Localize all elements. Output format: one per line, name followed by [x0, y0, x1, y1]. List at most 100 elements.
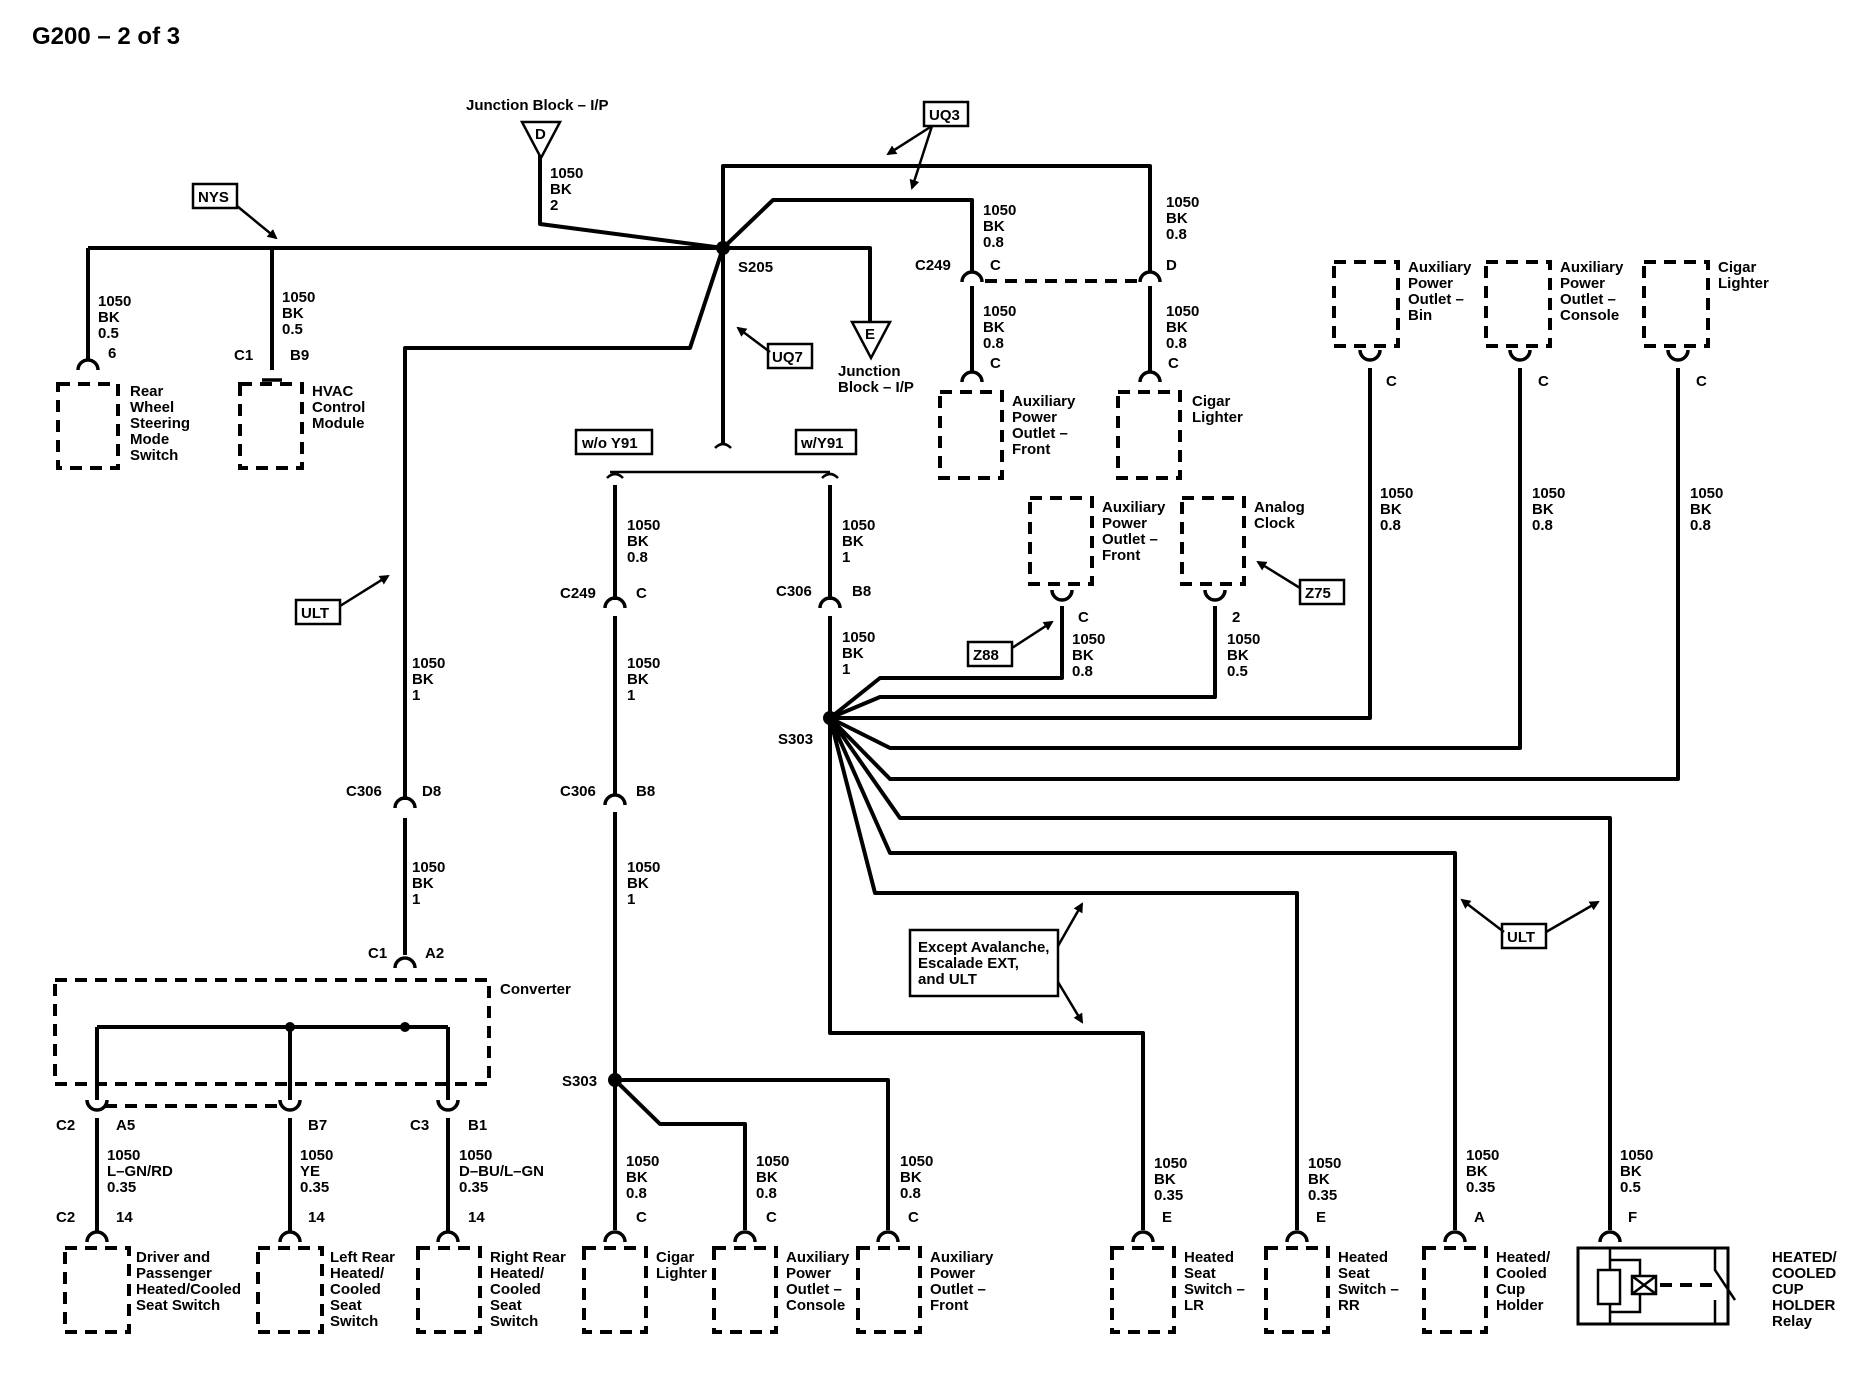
- pin-labels: 6 C C C C C C 2 14 14 14 C C C E E A F: [108, 345, 1707, 1226]
- pin-lr-seat: 14: [308, 1209, 325, 1226]
- comp-rr-box: [416, 1246, 482, 1334]
- label-c249-top: C249: [915, 257, 951, 274]
- pin-rwsm: 6: [108, 345, 116, 362]
- connector-symbols: [76, 270, 1690, 1243]
- comp-cup-line-1: Heated/: [1496, 1249, 1551, 1266]
- comp-apo-console-bot-line-4: Console: [786, 1297, 845, 1314]
- wire-woY91-mid-line-1: 1050: [627, 655, 660, 672]
- pin-apo-bin: C: [1386, 373, 1397, 390]
- wire-cigar-top-line-2: BK: [1166, 319, 1188, 336]
- comp-hvac-line-2: Control: [312, 399, 365, 416]
- wire-s303-cup: [828, 717, 1457, 1230]
- jb-d-letter: D: [535, 126, 546, 143]
- splice-conv-lr: [285, 1022, 295, 1032]
- comp-apo-front-top-line-3: Outlet –: [1012, 425, 1068, 442]
- wire-s303b-front: [615, 1078, 890, 1230]
- wire-frame-top: [721, 164, 1152, 272]
- wire-s303-hslr: [828, 718, 1145, 1230]
- pin-relay: F: [1628, 1209, 1637, 1226]
- comp-apo-console-top-line-1: Auxiliary: [1560, 259, 1624, 276]
- wire-s303-z75: [829, 606, 1217, 720]
- wire-hs-rr-line-3: 0.35: [1308, 1187, 1337, 1204]
- jb-e-letter: E: [865, 326, 875, 343]
- wire-conv-in-line-3: 1: [412, 891, 420, 908]
- option-uq7: UQ7: [772, 349, 803, 366]
- wire-jb-d: [538, 148, 724, 250]
- comp-apo-front-mid-line-2: Power: [1102, 515, 1147, 532]
- option-except-1: Except Avalanche,: [918, 939, 1049, 956]
- comp-jb-e-line-2: Block – I/P: [838, 379, 914, 396]
- comp-rr-seat-line-3: Cooled: [490, 1281, 541, 1298]
- wire-rwsm-line-3: 0.5: [98, 325, 119, 342]
- wire-apo-console-bot-line-3: 0.8: [756, 1185, 777, 1202]
- wire-apo-front-bot-line-3: 0.8: [900, 1185, 921, 1202]
- wire-rr-seat-line-2: D–BU/L–GN: [459, 1163, 544, 1180]
- wire-hs-rr-line-2: BK: [1308, 1171, 1330, 1188]
- wire-cig-bot-line-3: 0.8: [626, 1185, 647, 1202]
- wire-woY91-low-line-1: 1050: [627, 859, 660, 876]
- comp-apo-front-mid-line-1: Auxiliary: [1102, 499, 1166, 516]
- comp-rwsm-line-1: Rear: [130, 383, 164, 400]
- wire-ult-long-line-2: BK: [412, 671, 434, 688]
- wire-relay-line-3: 0.5: [1620, 1179, 1641, 1196]
- wire-cigar-right-line-1: 1050: [1690, 485, 1723, 502]
- label-s205: S205: [738, 259, 773, 276]
- wire-rwsm-line-1: 1050: [98, 293, 131, 310]
- comp-apo-front-mid-box: [1028, 496, 1094, 586]
- wire-s303-bin: [830, 368, 1372, 720]
- comp-apo-console-top-box: [1484, 260, 1552, 348]
- wire-conv-in-line-1: 1050: [412, 859, 445, 876]
- comp-relay-line-3: CUP: [1772, 1281, 1804, 1298]
- wire-apo-console-line-2: BK: [1532, 501, 1554, 518]
- comp-relay-line-2: COOLED: [1772, 1265, 1836, 1282]
- comp-apo-front-top-line-1: Auxiliary: [1012, 393, 1076, 410]
- comp-apo-front-top-line-2: Power: [1012, 409, 1057, 426]
- pin-cigar-right: C: [1696, 373, 1707, 390]
- wire-jb-e: [723, 246, 872, 322]
- pin-apo-console-top: C: [1538, 373, 1549, 390]
- y91-cross-right: [821, 472, 839, 479]
- wire-conv-in-line-2: BK: [412, 875, 434, 892]
- wire-apo-console-line-1: 1050: [1532, 485, 1565, 502]
- comp-drv-line-4: Seat Switch: [136, 1297, 220, 1314]
- connector-labels: S205 S303 S303 C249 C D C249 C C306 B8 C…: [56, 257, 1177, 1226]
- comp-hs-lr-line-1: Heated: [1184, 1249, 1234, 1266]
- jb-e-triangle: [849, 320, 893, 361]
- pin-apo-front-bot: C: [908, 1209, 919, 1226]
- splice-s303-a: [823, 711, 837, 725]
- wire-woY91-top-line-3: 0.8: [627, 549, 648, 566]
- wire-cig-bot-line-1: 1050: [626, 1153, 659, 1170]
- comp-apo-front-mid-line-4: Front: [1102, 547, 1140, 564]
- comp-lr-box: [256, 1246, 324, 1334]
- comp-hvac-box: [238, 382, 304, 470]
- wire-relay-line-1: 1050: [1620, 1147, 1653, 1164]
- comp-apo-console-bot-line-3: Outlet –: [786, 1281, 842, 1298]
- comp-apo-bin-line-4: Bin: [1408, 307, 1432, 324]
- label-c249-mid: C249: [560, 585, 596, 602]
- label-c2-conv: C2: [56, 1117, 75, 1134]
- label-a5: A5: [116, 1117, 135, 1134]
- comp-apo-bin-line-2: Power: [1408, 275, 1453, 292]
- wire-wY91-mid-line-3: 1: [842, 661, 850, 678]
- comp-cup-box: [1422, 1246, 1488, 1334]
- option-uq3: UQ3: [929, 107, 960, 124]
- label-c306-mid: C306: [776, 583, 812, 600]
- comp-drv-line-2: Passenger: [136, 1265, 212, 1282]
- comp-apo-console-bot-line-2: Power: [786, 1265, 831, 1282]
- wire-wY91-mid-line-2: BK: [842, 645, 864, 662]
- comp-hs-lr-line-3: Switch –: [1184, 1281, 1245, 1298]
- component-labels: Junction Block – I/P Converter JunctionB…: [130, 97, 1838, 1330]
- pin-drv: 14: [116, 1209, 133, 1226]
- comp-hs-rr-box: [1264, 1246, 1330, 1334]
- comp-relay-line-5: Relay: [1772, 1313, 1813, 1330]
- label-c306-left-pin: D8: [422, 783, 441, 800]
- wire-jb-d-line-3: 2: [550, 197, 558, 214]
- comp-cup-line-3: Cup: [1496, 1281, 1525, 1298]
- comp-apo-front-bot-line-1: Auxiliary: [930, 1249, 994, 1266]
- comp-hs-rr-line-1: Heated: [1338, 1249, 1388, 1266]
- wire-hs-lr-line-2: BK: [1154, 1171, 1176, 1188]
- wire-lr-seat-line-1: 1050: [300, 1147, 333, 1164]
- comp-clock-line-1: Analog: [1254, 499, 1305, 516]
- wire-apo-console-line-3: 0.8: [1532, 517, 1553, 534]
